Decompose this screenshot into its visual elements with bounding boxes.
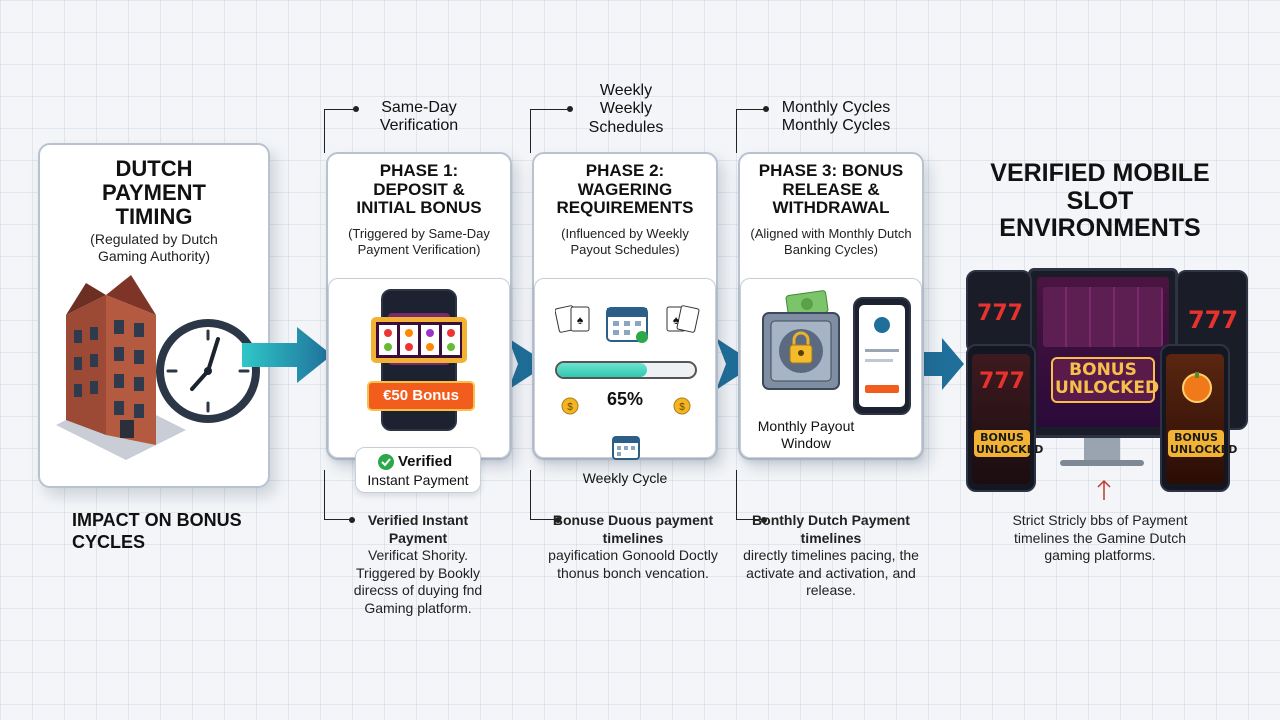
slot-symbol: 777 (977, 301, 1023, 326)
bracket-dot (763, 106, 769, 112)
arrow-right-icon (242, 327, 332, 383)
calendar-icon (612, 436, 640, 460)
calendar-icon (606, 307, 648, 343)
phase3-title: Phase 3: Bonus Release & Withdrawal (758, 161, 904, 218)
phone-icon: 777 BONUS UNLOCKED (966, 344, 1044, 492)
phase2-top-label: Weekly Weekly Schedules (588, 82, 664, 136)
playing-cards-icon: ♠ (666, 305, 700, 333)
phase1-note-body: Verificat Shority. Triggered by Bookly d… (353, 547, 483, 616)
svg-text:$: $ (567, 402, 573, 413)
phase2-card: Phase 2: Wagering Requirements (Influenc… (532, 152, 718, 460)
svg-text:$: $ (679, 402, 685, 413)
building-icon (56, 275, 186, 460)
verified-badge-text: Instant Payment (367, 472, 469, 488)
monitor-stand (1084, 438, 1120, 462)
phase1-note: Verified Instant Payment Verificat Shori… (338, 512, 498, 617)
phase1-top-bracket (324, 109, 356, 153)
check-icon (378, 454, 394, 470)
outcome-note: Strict Stricly bbs of Payment timelines … (1012, 512, 1188, 563)
phase3-bottom-bracket (736, 470, 764, 520)
coin-icon: $ (561, 397, 579, 415)
slot-symbol: 777 (1187, 306, 1239, 334)
phase3-note: Bonthly Dutch Payment timelines directly… (742, 512, 920, 600)
phase1-top-label: Same-Day Verification (379, 99, 459, 135)
bracket-dot (555, 517, 561, 523)
svg-text:♠: ♠ (673, 313, 680, 327)
device-cluster: BONUS UNLOCKED 777 777 777 BONUS UNLOCKE… (964, 268, 1254, 498)
arrow-right-icon (918, 338, 964, 390)
phase3-note-lead: Bonthly Dutch Payment timelines (752, 512, 910, 546)
phase1-card: Phase 1: Deposit & Initial Bonus (Trigge… (326, 152, 512, 460)
wagering-progress-bar (555, 361, 697, 379)
bracket-dot (349, 517, 355, 523)
monitor-base (1060, 460, 1144, 466)
bracket-dot (353, 106, 359, 112)
bracket-dot (761, 517, 767, 523)
money-icon (785, 290, 829, 318)
phase3-top-label: Monthly Cycles Monthly Cycles (781, 99, 891, 135)
bonus-badge: €50 Bonus (367, 381, 475, 411)
phase1-note-lead: Verified Instant Payment (367, 512, 469, 546)
phase2-title: Phase 2: Wagering Requirements (556, 161, 694, 218)
slot-symbol: 777 (979, 369, 1025, 394)
arrow-right-icon (716, 338, 756, 390)
intro-card: Dutch Payment Timing (Regulated by Dutch… (38, 143, 270, 488)
outcome-title: Verified Mobile Slot Environments (990, 159, 1210, 242)
impact-label: IMPACT ON BONUS CYCLES (72, 510, 242, 552)
intro-title: Dutch Payment Timing (102, 156, 206, 230)
fruit-icon (1182, 372, 1212, 403)
bracket-dot (567, 106, 573, 112)
phase2-illustration: ♠ ♠ $ 65% $ (534, 278, 716, 460)
phase2-note: Bonuse Duous payment timelines payificat… (548, 512, 718, 582)
phase2-caption: Weekly Cycle (582, 470, 668, 486)
verified-badge-title: Verified (398, 453, 453, 470)
phase1-subtitle: (Triggered by Same-Day Payment Verificat… (348, 226, 490, 257)
phone-bonus-text: BONUS UNLOCKED (974, 430, 1044, 458)
svg-text:♠: ♠ (577, 313, 584, 327)
playing-cards-icon: ♠ (555, 305, 590, 333)
phase2-note-lead: Bonuse Duous payment timelines (552, 512, 714, 546)
phase3-note-body: directly timelines pacing, the activate … (743, 547, 919, 598)
progress-label: 65% (606, 389, 644, 409)
arrow-up-icon (1097, 479, 1111, 500)
phase3-card: Phase 3: Bonus Release & Withdrawal (Ali… (738, 152, 924, 460)
coin-icon: $ (673, 397, 691, 415)
phase2-note-body: payification Gonoold Doctly thonus bonch… (548, 547, 718, 581)
phase1-illustration: €50 Bonus (328, 278, 510, 458)
monitor-bonus-text: BONUS UNLOCKED (1051, 357, 1159, 403)
wagering-progress-fill (557, 363, 647, 377)
phase1-title: Phase 1: Deposit & Initial Bonus (356, 161, 482, 218)
phone-icon: BONUS UNLOCKED (1160, 344, 1238, 492)
intro-subtitle: (Regulated by Dutch Gaming Authority) (90, 231, 218, 264)
phase2-top-bracket (530, 109, 570, 153)
phone-bonus-text-2: BONUS UNLOCKED (1168, 430, 1238, 458)
slot-grid (1043, 287, 1163, 347)
phase3-caption: Monthly Payout Window (757, 418, 855, 451)
monitor-icon: BONUS UNLOCKED (1028, 268, 1178, 438)
phase2-bottom-bracket (530, 470, 558, 520)
slot-reels-icon (371, 317, 467, 363)
phase1-bottom-bracket (324, 470, 352, 520)
phone-icon (853, 297, 911, 415)
phase3-subtitle: (Aligned with Monthly Dutch Banking Cycl… (750, 226, 912, 257)
arrow-right-icon (508, 338, 548, 390)
padlock-icon (789, 331, 813, 364)
phase3-top-bracket (736, 109, 766, 153)
phase2-subtitle: (Influenced by Weekly Payout Schedules) (561, 226, 689, 257)
clock-icon (156, 319, 260, 423)
tablet-icon: 777 (966, 270, 1032, 354)
phase3-illustration (740, 278, 922, 458)
verified-badge: Verified Instant Payment (355, 447, 481, 493)
